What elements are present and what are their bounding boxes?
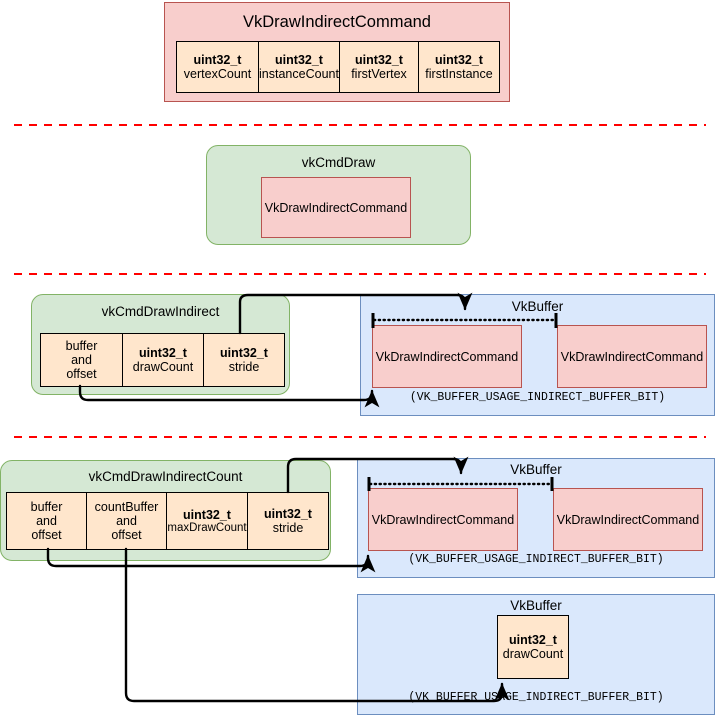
field-type: uint32_t <box>193 53 242 67</box>
field-type: uint32_t <box>275 53 323 67</box>
count-buffer-usage-flag: (VK_BUFFER_USAGE_INDIRECT_BUFFER_BIT) <box>408 691 664 704</box>
field-name: vertexCount <box>183 67 252 81</box>
param-maxdrawcount: uint32_t maxDrawCount <box>166 492 248 550</box>
param-name: stride <box>272 521 304 535</box>
field-name: firstInstance <box>425 67 493 81</box>
param-type: uint32_t <box>183 507 231 522</box>
param-name: maxDrawCount <box>167 521 247 534</box>
count-buffer-title: VkBuffer <box>510 598 562 613</box>
struct-field-row: uint32_t vertexCount uint32_t instanceCo… <box>176 41 500 93</box>
param-name: drawCount <box>132 360 194 374</box>
inline-struct-label: VkDrawIndirectCommand <box>264 200 408 215</box>
buffer-item-label: VkDrawIndirectCommand <box>560 349 704 364</box>
buffer-item-1: VkDrawIndirectCommand <box>557 325 707 388</box>
field-name: firstVertex <box>351 67 407 81</box>
field-type: uint32_t <box>435 53 483 67</box>
buffer-item-1: VkDrawIndirectCommand <box>553 488 703 551</box>
param-name: stride <box>228 360 260 374</box>
command-title: vkCmdDrawIndirect <box>101 304 220 319</box>
buffer-usage-flag: (VK_BUFFER_USAGE_INDIRECT_BUFFER_BIT) <box>408 553 664 566</box>
buffer-item-0: VkDrawIndirectCommand <box>368 488 518 551</box>
param-type: uint32_t <box>264 507 312 521</box>
command-title: vkCmdDrawIndirectCount <box>88 469 243 484</box>
struct-field-instancecount: uint32_t instanceCount <box>258 41 340 93</box>
param-type: uint32_t <box>220 346 268 360</box>
struct-field-firstvertex: uint32_t firstVertex <box>339 41 419 93</box>
param-drawcount: uint32_t drawCount <box>122 333 204 387</box>
buffer-item-label: VkDrawIndirectCommand <box>375 349 519 364</box>
param-type: uint32_t <box>139 346 187 360</box>
struct-field-firstinstance: uint32_t firstInstance <box>418 41 500 93</box>
struct-title: VkDrawIndirectCommand <box>243 13 431 31</box>
field-name: instanceCount <box>259 67 339 81</box>
buffer-title: VkBuffer <box>510 462 562 477</box>
command-title: vkCmdDraw <box>301 155 376 170</box>
param-stride: uint32_t stride <box>247 492 329 550</box>
buffer-item-0: VkDrawIndirectCommand <box>372 325 522 388</box>
field-type: uint32_t <box>509 633 557 647</box>
struct-field-vertexcount: uint32_t vertexCount <box>176 41 259 93</box>
buffer-item-label: VkDrawIndirectCommand <box>556 512 700 527</box>
buffer-title: VkBuffer <box>511 299 564 314</box>
field-type: uint32_t <box>355 53 403 67</box>
field-name: drawCount <box>502 647 564 661</box>
buffer-item-label: VkDrawIndirectCommand <box>371 512 515 527</box>
buffer-usage-flag: (VK_BUFFER_USAGE_INDIRECT_BUFFER_BIT) <box>409 391 666 404</box>
param-stride: uint32_t stride <box>203 333 285 387</box>
count-buffer-field-drawcount: uint32_t drawCount <box>497 615 569 679</box>
vkcmddraw-inline-struct: VkDrawIndirectCommand <box>261 177 411 238</box>
